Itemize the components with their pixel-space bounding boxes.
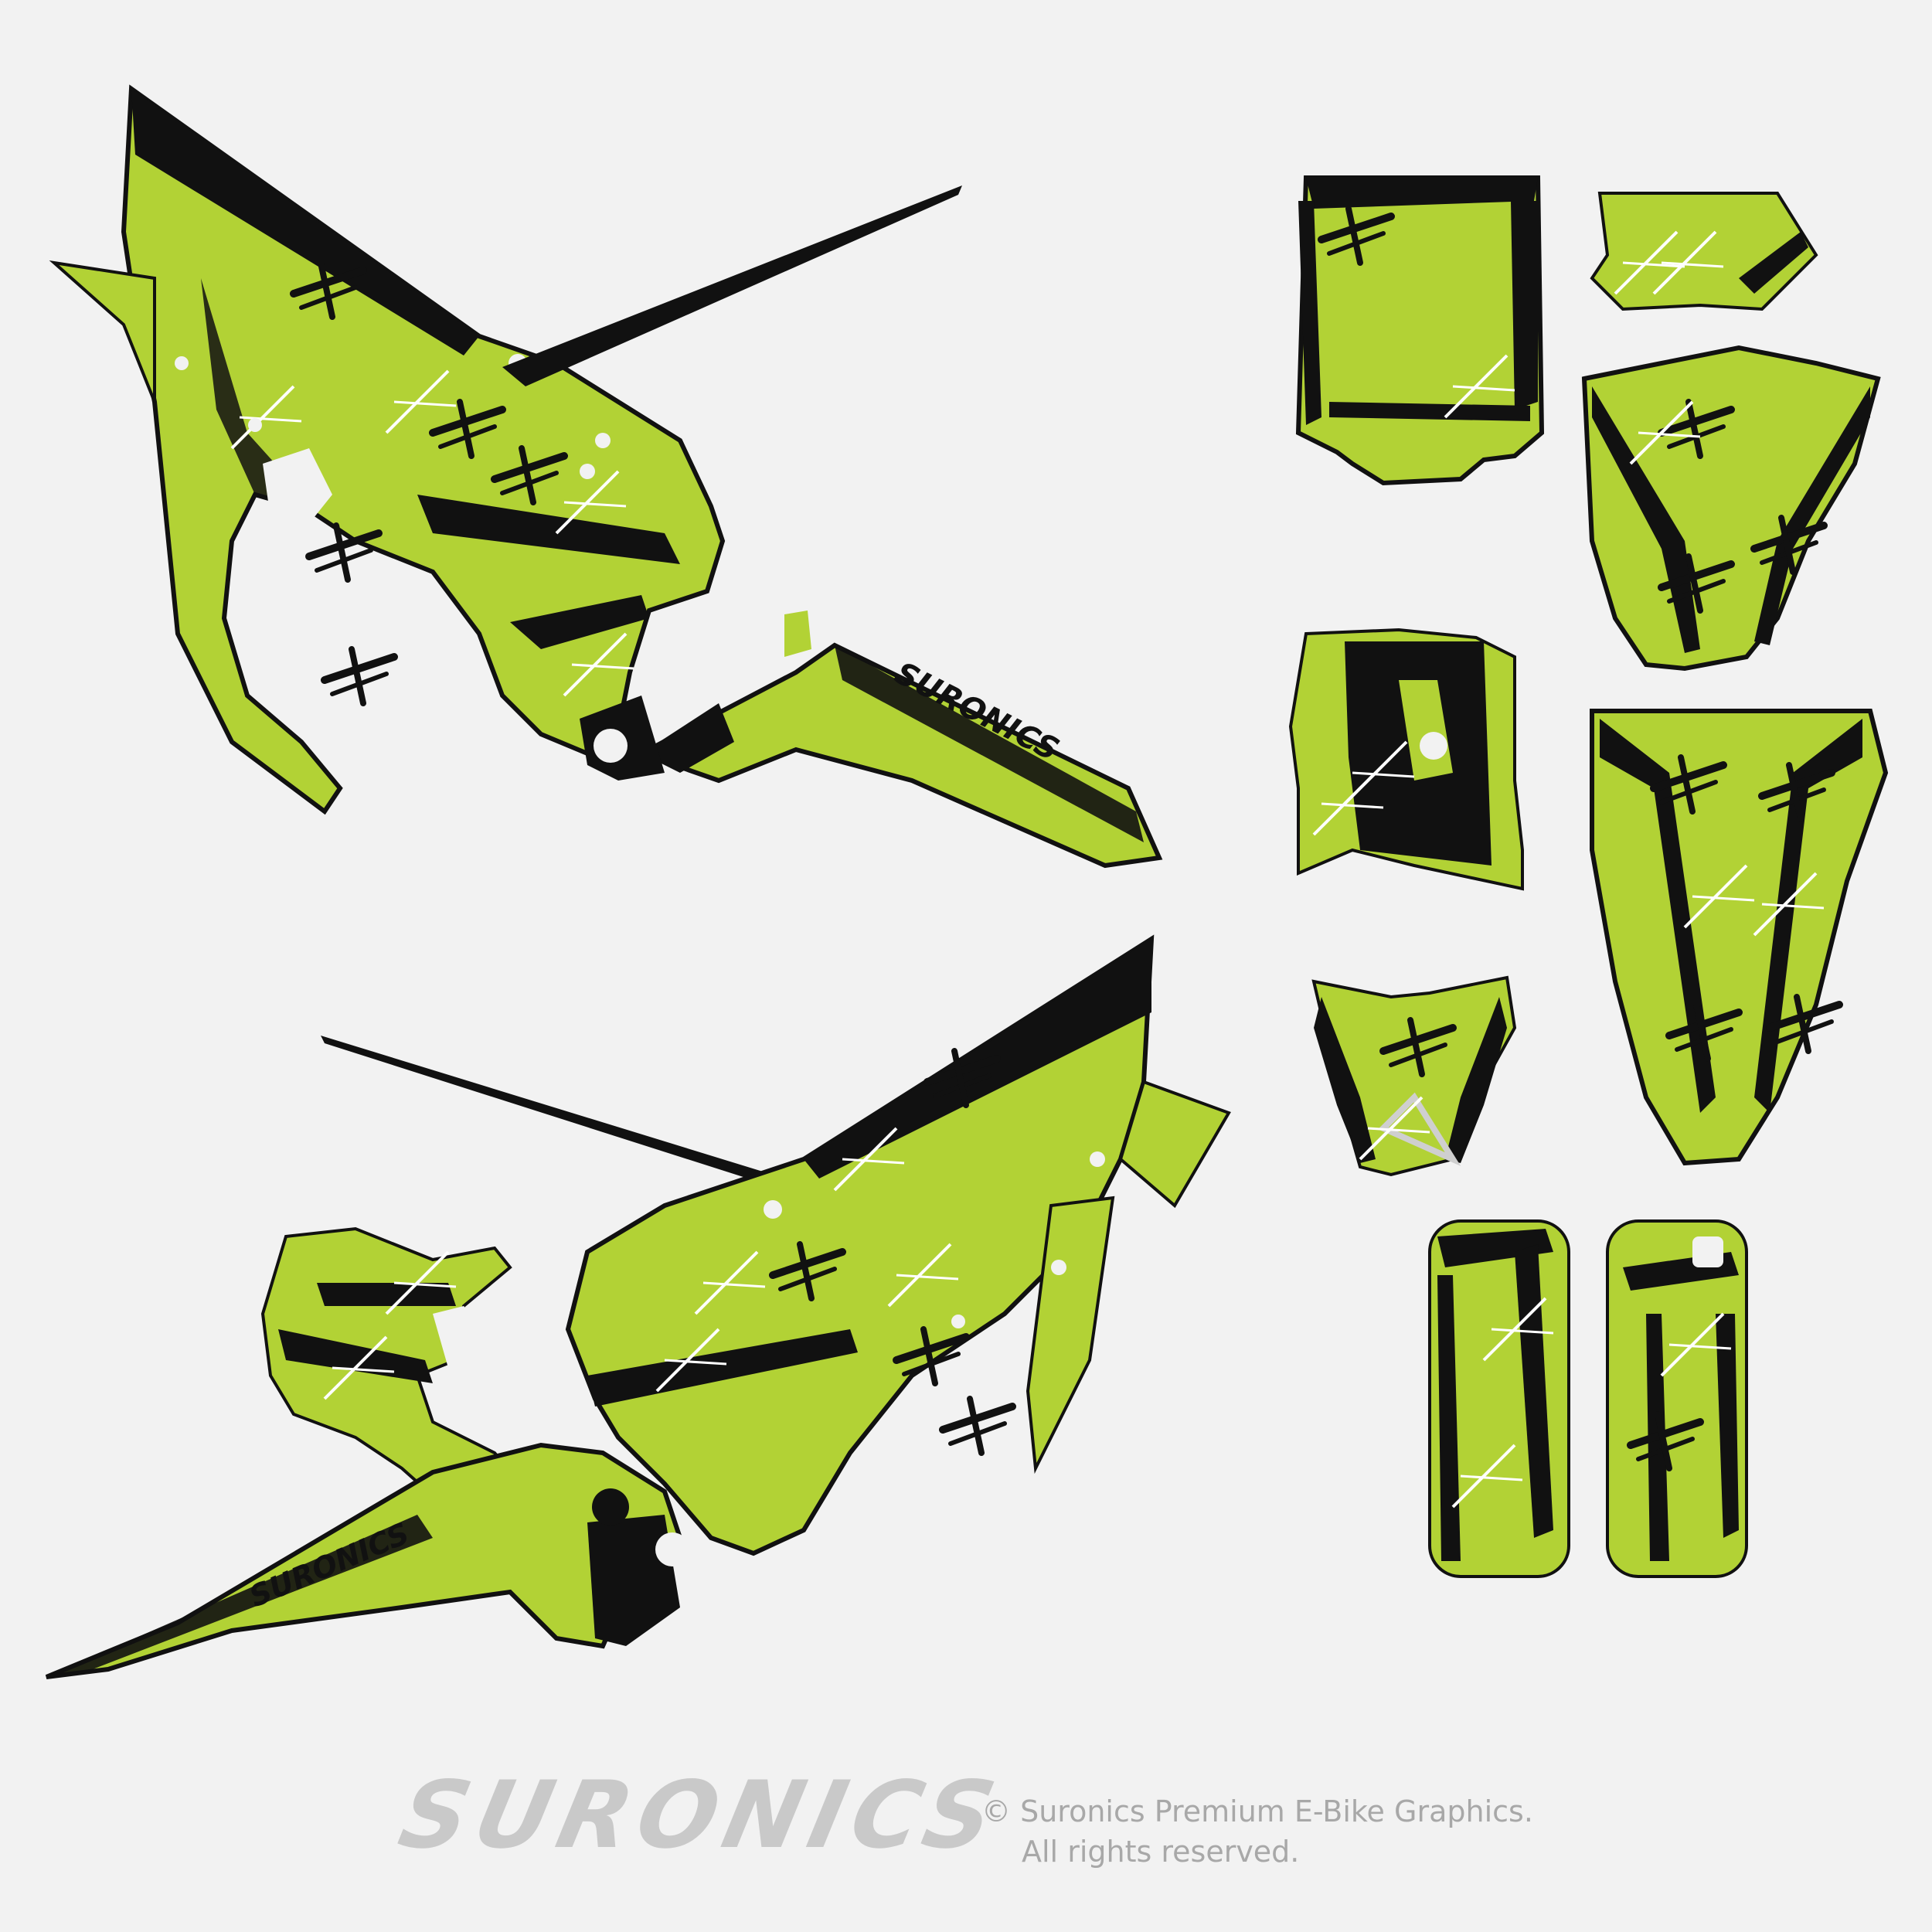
left-swingarm: SURONICS bbox=[580, 611, 1163, 869]
front-fender bbox=[1581, 345, 1881, 672]
rear-plate bbox=[1311, 975, 1517, 1177]
right-frame-shroud bbox=[565, 934, 1231, 1556]
rear-fender-upper bbox=[1288, 628, 1524, 891]
rear-fender bbox=[1590, 709, 1889, 1166]
footer-brand-logo: SURONICS bbox=[390, 1762, 1012, 1869]
left-frame-shroud bbox=[49, 84, 726, 815]
headlight-plate bbox=[1590, 192, 1818, 311]
left-top-spear bbox=[502, 185, 962, 386]
footer-copyright: © Suronics Premium E-Bike Graphics. All … bbox=[981, 1791, 1533, 1872]
front-number-plate bbox=[1295, 175, 1545, 486]
right-swingarm: SURONICS bbox=[45, 1442, 689, 1679]
left-fork-guard bbox=[1428, 1219, 1570, 1578]
right-fork-guard bbox=[1606, 1219, 1748, 1578]
copyright-line-1: © Suronics Premium E-Bike Graphics. bbox=[981, 1794, 1533, 1828]
copyright-line-2: All rights reserved. bbox=[1022, 1835, 1300, 1869]
right-top-spear bbox=[321, 1036, 773, 1184]
